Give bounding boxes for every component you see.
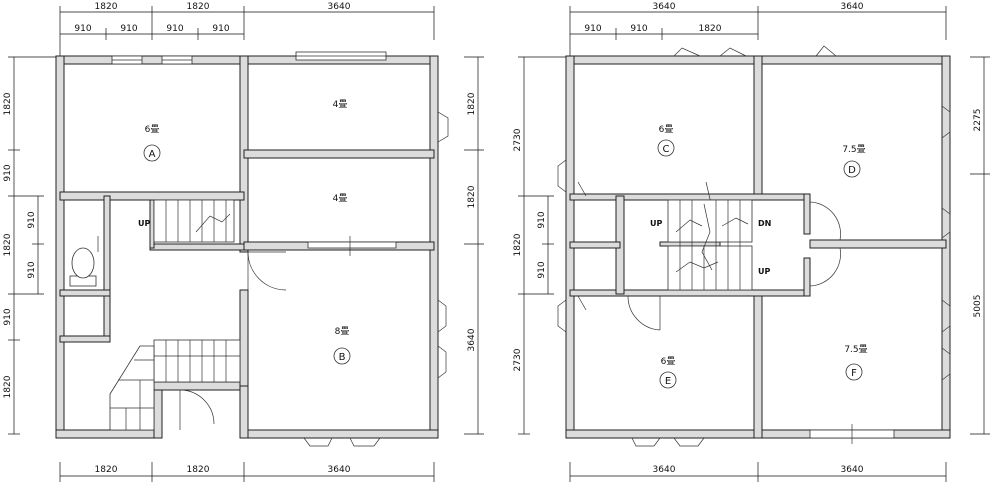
dim-label: 910 [27,211,37,228]
dim-label: 910 [120,24,137,34]
dim-label: 910 [584,24,601,34]
dim-label: 1820 [3,92,13,115]
toilet-icon [69,236,99,287]
dim-label: 1820 [95,2,118,12]
room-4b-size: 4畳 [333,193,348,204]
room-e-marker [659,371,677,389]
dim-label: 3640 [841,2,864,12]
dim-label: 910 [630,24,647,34]
floor2-top-dimensions: 3640 3640 910 910 1820 [569,2,947,60]
room-f-mark: F [851,368,857,379]
dim-label: 3640 [841,465,864,475]
dim-label: 910 [27,261,37,278]
room-a-size: 6畳 [145,124,160,135]
dim-label: 910 [537,261,547,278]
dim-label: 910 [537,211,547,228]
room-c-size: 6畳 [659,124,674,135]
floor1-bottom-dimensions: 1820 1820 3640 [59,462,435,482]
dim-label: 1820 [187,2,210,12]
dim-label: 2730 [513,348,523,371]
dim-label: 910 [74,24,91,34]
dim-label: 910 [3,308,13,325]
room-f-marker [845,363,863,381]
dim-label: 1820 [699,24,722,34]
dim-label: 1820 [95,465,118,475]
room-d-mark: D [848,165,856,176]
dim-label: 3640 [467,328,477,351]
floor2-bottom-dimensions: 3640 3640 [569,462,947,482]
room-e-mark: E [665,376,671,387]
dim-label: 5005 [973,295,983,318]
room-a-mark: A [149,149,156,160]
room-a-marker [143,144,161,162]
dim-label: 1820 [467,92,477,115]
stair-up-label: UP [650,219,662,228]
dim-label: 910 [166,24,183,34]
dim-label: 2275 [973,109,983,132]
floor-2: 3640 3640 910 910 1820 3640 3640 2730 91… [513,2,990,482]
floor1-room-labels: 6畳 A 4畳 4畳 8畳 B [143,99,351,365]
dim-label: 2730 [513,128,523,151]
dim-label: 1820 [3,233,13,256]
room-c-mark: C [663,144,670,155]
room-f-size: 7.5畳 [844,344,867,355]
floor2-stair: UP DN UP [650,199,771,291]
floor1-top-dimensions: 1820 1820 3640 910 910 910 910 [59,2,435,60]
floor2-windows [557,45,951,447]
room-d-size: 7.5畳 [842,144,865,155]
room-4a-size: 4畳 [333,99,348,110]
dim-label: 3640 [653,2,676,12]
dim-label: 1820 [467,185,477,208]
room-b-marker [333,347,351,365]
stair-up-label: UP [758,267,770,276]
dim-label: 1820 [3,375,13,398]
floor2-walls [565,55,951,439]
stair-up-label: UP [138,219,150,228]
floor1-left-dimensions: 1820 910 910 1820 910 910 1820 [3,56,60,435]
room-b-size: 8畳 [335,326,350,337]
dim-label: 1820 [513,233,523,256]
floor2-room-labels: 6畳 C 7.5畳 D 6畳 E 7.5畳 F [657,124,868,389]
floor1-windows [111,51,449,447]
dim-label: 3640 [328,465,351,475]
room-b-mark: B [339,352,346,363]
floor2-right-dimensions: 2275 5005 [970,56,990,435]
room-d-marker [843,160,861,178]
stair-down-label: DN [758,219,771,228]
floor-1: 1820 1820 3640 910 910 910 910 1820 1820… [3,2,484,482]
floor2-left-dimensions: 2730 910 1820 910 2730 [513,56,570,435]
floor1-stair: UP [109,199,241,431]
dim-label: 3640 [653,465,676,475]
room-c-marker [657,139,675,157]
floor1-doors [179,251,287,430]
dim-label: 910 [212,24,229,34]
floor1-right-dimensions: 1820 1820 3640 [464,56,484,435]
dim-label: 1820 [187,465,210,475]
dim-label: 3640 [328,2,351,12]
room-e-size: 6畳 [661,356,676,367]
dim-label: 910 [3,164,13,181]
